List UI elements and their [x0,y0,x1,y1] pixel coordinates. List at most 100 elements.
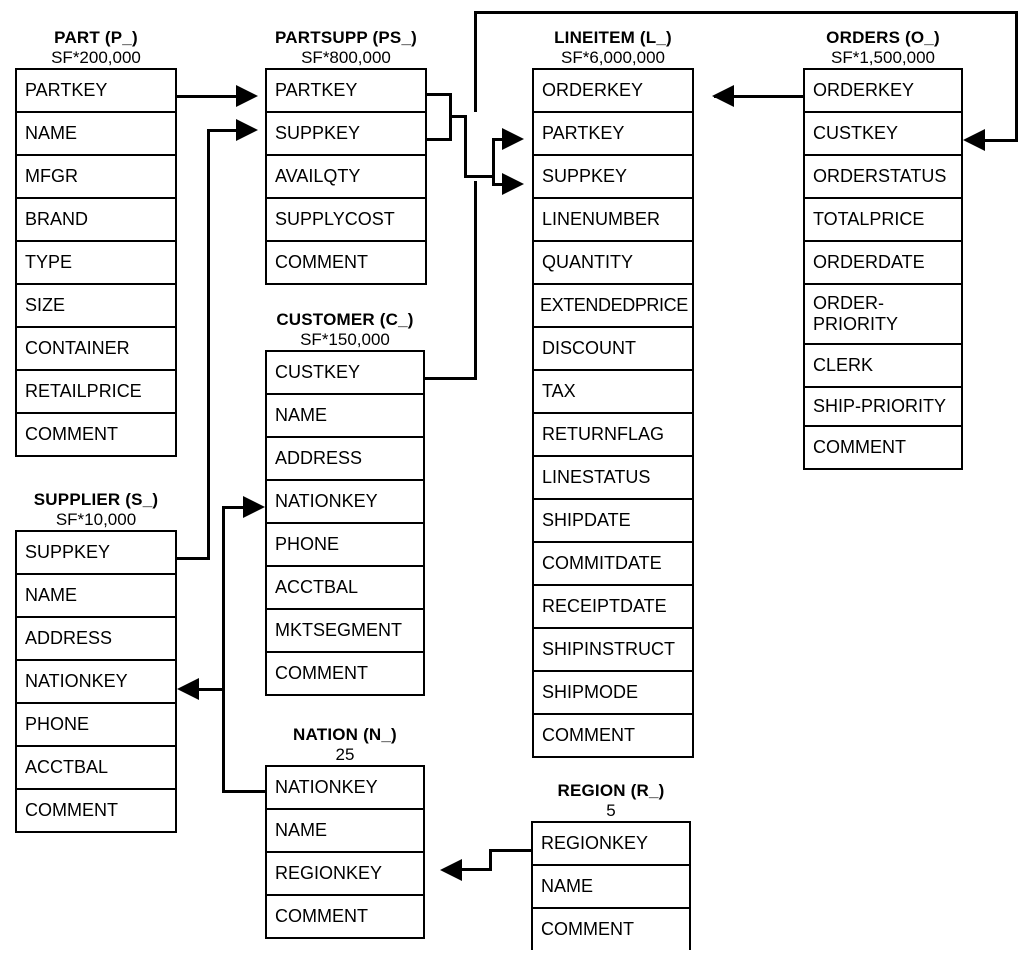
entity-region: REGION (R_) 5 REGIONKEY NAME COMMENT [531,781,691,950]
rel-customer-orders-seg-to [985,139,1018,142]
entity-region-fieldlist: REGIONKEY NAME COMMENT [531,821,691,950]
field-nation-regionkey: REGIONKEY [267,853,423,896]
field-partsupp-partkey: PARTKEY [267,70,425,113]
field-part-name: NAME [17,113,175,156]
rel-supplier-partsupp-seg-from [177,557,210,560]
entity-customer-fieldlist: CUSTKEY NAME ADDRESS NATIONKEY PHONE ACC… [265,350,425,696]
entity-region-cardinality: 5 [606,801,616,820]
field-customer-phone: PHONE [267,524,423,567]
entity-customer: CUSTOMER (C_) SF*150,000 CUSTKEY NAME AD… [265,310,425,696]
entity-nation-title: NATION (N_) [293,725,397,744]
entity-orders-cardinality: SF*1,500,000 [831,48,935,67]
field-supplier-address: ADDRESS [17,618,175,661]
field-customer-custkey: CUSTKEY [267,352,423,395]
rel-partsupp-lineitem-split-vert [492,138,495,186]
field-lineitem-shipinstruct: SHIPINSTRUCT [534,629,692,672]
rel-part-partsupp-line [177,95,239,98]
rel-partsupp-lineitem-to-suppkey [492,183,504,186]
entity-partsupp-cardinality: SF*800,000 [301,48,391,67]
rel-customer-orders-vert-lower [474,181,477,380]
field-customer-comment: COMMENT [267,653,423,694]
field-nation-comment: COMMENT [267,896,423,937]
field-orders-custkey: CUSTKEY [805,113,961,156]
rel-customer-orders-seg-from [425,377,477,380]
field-lineitem-linestatus: LINESTATUS [534,457,692,500]
entity-lineitem-cardinality: SF*6,000,000 [561,48,665,67]
field-lineitem-orderkey: ORDERKEY [534,70,692,113]
rel-customer-orders-arrowhead [963,129,985,151]
field-part-retailprice: RETAILPRICE [17,371,175,414]
field-orders-clerk: CLERK [805,345,961,388]
field-part-brand: BRAND [17,199,175,242]
field-lineitem-tax: TAX [534,371,692,414]
field-lineitem-comment: COMMENT [534,715,692,756]
rel-partsupp-lineitem-to-partkey [492,138,504,141]
entity-lineitem-title: LINEITEM (L_) [554,28,672,47]
field-customer-address: ADDRESS [267,438,423,481]
field-lineitem-discount: DISCOUNT [534,328,692,371]
rel-nation-supplier-arrowhead [177,678,199,700]
entity-part: PART (P_) SF*200,000 PARTKEY NAME MFGR B… [15,28,177,457]
field-customer-name: NAME [267,395,423,438]
entity-part-cardinality: SF*200,000 [51,48,141,67]
field-lineitem-extendedprice: EXTENDEDPRICE [534,285,692,328]
rel-customer-orders-top-run [474,11,1018,14]
rel-partsupp-lineitem-suppkey-stub [427,138,452,141]
entity-lineitem: LINEITEM (L_) SF*6,000,000 ORDERKEY PART… [532,28,694,758]
field-region-regionkey: REGIONKEY [533,823,689,866]
field-lineitem-shipmode: SHIPMODE [534,672,692,715]
field-part-mfgr: MFGR [17,156,175,199]
field-lineitem-suppkey: SUPPKEY [534,156,692,199]
field-lineitem-commitdate: COMMITDATE [534,543,692,586]
field-partsupp-comment: COMMENT [267,242,425,283]
rel-partsupp-lineitem-partkey-stub [427,93,452,96]
entity-region-title: REGION (R_) [557,781,665,800]
field-part-container: CONTAINER [17,328,175,371]
field-partsupp-suppkey: SUPPKEY [267,113,425,156]
rel-partsupp-lineitem-suppkey-arrowhead [502,173,524,195]
field-lineitem-receiptdate: RECEIPTDATE [534,586,692,629]
field-supplier-nationkey: NATIONKEY [17,661,175,704]
entity-supplier-cardinality: SF*10,000 [55,510,137,529]
rel-region-nation-step-vert [489,849,492,871]
rel-region-nation-seg-to [462,868,492,871]
field-supplier-suppkey: SUPPKEY [17,532,175,575]
rel-orders-lineitem-arrowhead [712,85,734,107]
field-supplier-phone: PHONE [17,704,175,747]
rel-supplier-partsupp-seg-vert [207,129,210,560]
field-nation-name: NAME [267,810,423,853]
field-orders-orderpriority: ORDER-PRIORITY [805,285,961,345]
field-orders-shippriority: SHIP-PRIORITY [805,388,961,427]
rel-customer-orders-vert-right [1015,11,1018,141]
field-part-partkey: PARTKEY [17,70,175,113]
entity-orders: ORDERS (O_) SF*1,500,000 ORDERKEY CUSTKE… [803,28,963,470]
field-part-comment: COMMENT [17,414,175,455]
field-supplier-comment: COMMENT [17,790,175,831]
entity-nation: NATION (N_) 25 NATIONKEY NAME REGIONKEY … [265,725,425,939]
rel-nation-fanout-vert [222,506,225,793]
entity-customer-title: CUSTOMER (C_) [276,310,414,329]
field-lineitem-partkey: PARTKEY [534,113,692,156]
field-orders-comment: COMMENT [805,427,961,468]
rel-region-nation-arrowhead [440,859,462,881]
field-region-name: NAME [533,866,689,909]
field-lineitem-shipdate: SHIPDATE [534,500,692,543]
entity-part-title: PART (P_) [54,28,138,47]
field-partsupp-supplycost: SUPPLYCOST [267,199,425,242]
field-customer-nationkey: NATIONKEY [267,481,423,524]
rel-nation-supplier-seg-to [198,688,224,691]
entity-orders-title: ORDERS (O_) [826,28,940,47]
rel-nation-customer-arrowhead [243,496,265,518]
rel-partsupp-lineitem-partkey-arrowhead [502,128,524,150]
rel-nation-customer-seg-to [222,506,246,509]
rel-nation-fanout-seg-from [222,790,267,793]
entity-supplier: SUPPLIER (S_) SF*10,000 SUPPKEY NAME ADD… [15,490,177,833]
entity-lineitem-fieldlist: ORDERKEY PARTKEY SUPPKEY LINENUMBER QUAN… [532,68,694,758]
field-lineitem-returnflag: RETURNFLAG [534,414,692,457]
entity-partsupp-title: PARTSUPP (PS_) [275,28,417,47]
rel-customer-orders-vert-upper [474,11,477,112]
entity-supplier-fieldlist: SUPPKEY NAME ADDRESS NATIONKEY PHONE ACC… [15,530,177,833]
field-part-size: SIZE [17,285,175,328]
field-customer-mktsegment: MKTSEGMENT [267,610,423,653]
field-nation-nationkey: NATIONKEY [267,767,423,810]
